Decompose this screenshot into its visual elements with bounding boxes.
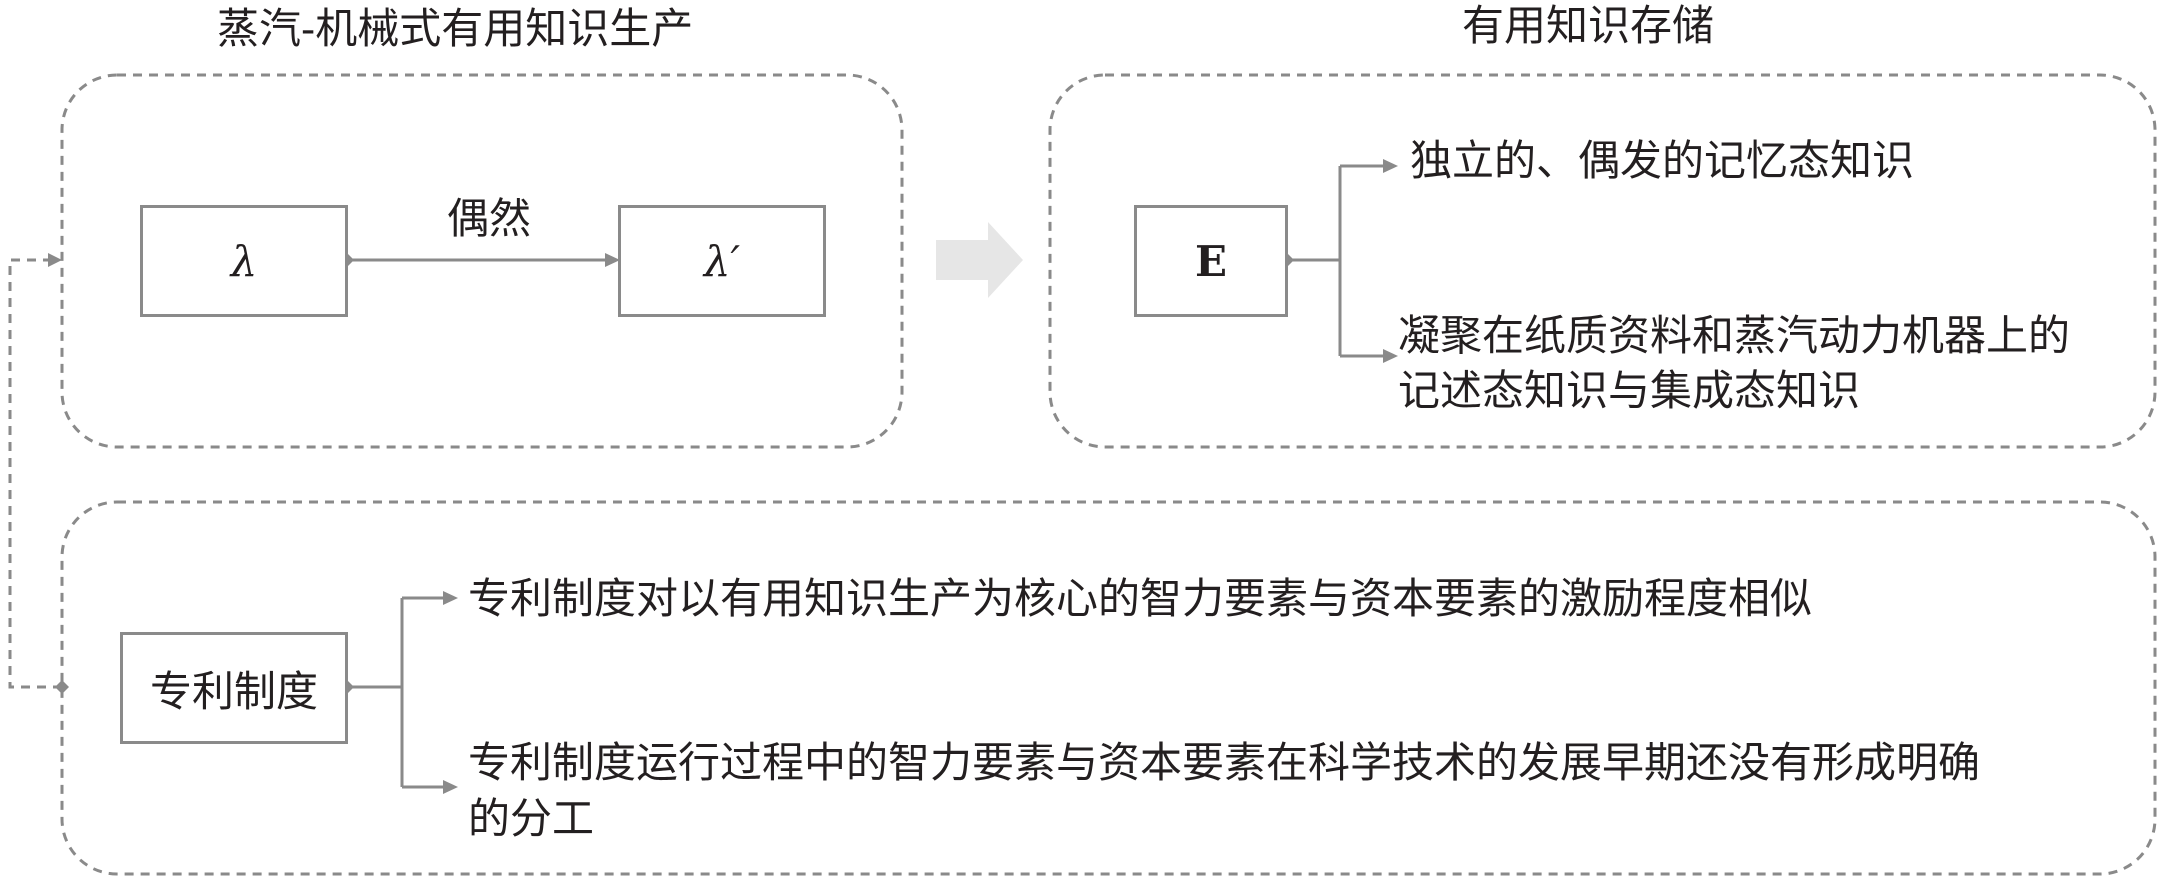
lambda-prime-node: λ′: [618, 205, 826, 317]
storage-branch-1-text: 独立的、偶发的记忆态知识: [1410, 136, 1915, 185]
chance-arrowhead: [605, 253, 620, 267]
transition-arrow: [936, 222, 1023, 298]
patent-branch-2-arrowhead: [443, 780, 458, 794]
feedback-start-diamond: [55, 680, 69, 694]
patent-branch-2-line1: 专利制度运行过程中的智力要素与资本要素在科学技术的发展早期还没有形成明确: [468, 738, 1981, 787]
lambda-node: λ: [140, 205, 348, 317]
patent-branch-connector: [347, 596, 445, 789]
production-title: 蒸汽-机械式有用知识生产: [217, 4, 694, 53]
storage-branch-2-line2: 记述态知识与集成态知识: [1398, 366, 1861, 415]
storage-branch-connector: [1287, 164, 1385, 358]
patent-panel: [60, 500, 2157, 876]
patent-branch-2-line2: 的分工: [468, 794, 595, 843]
production-panel: [60, 73, 904, 449]
e-node: E: [1134, 205, 1288, 317]
patent-system-node: 专利制度: [120, 632, 348, 744]
storage-branch-1-arrowhead: [1383, 159, 1398, 173]
feedback-connector: [8, 258, 62, 689]
feedback-arrowhead: [48, 253, 62, 267]
storage-branch-2-line1: 凝聚在纸质资料和蒸汽动力机器上的: [1398, 311, 2071, 360]
patent-branch-1-arrowhead: [443, 591, 458, 605]
storage-title: 有用知识存储: [1462, 1, 1715, 50]
chance-label: 偶然: [447, 194, 532, 243]
storage-panel: [1048, 73, 2157, 449]
patent-branch-1-text: 专利制度对以有用知识生产为核心的智力要素与资本要素的激励程度相似: [468, 574, 1813, 623]
storage-branch-2-arrowhead: [1383, 349, 1398, 363]
